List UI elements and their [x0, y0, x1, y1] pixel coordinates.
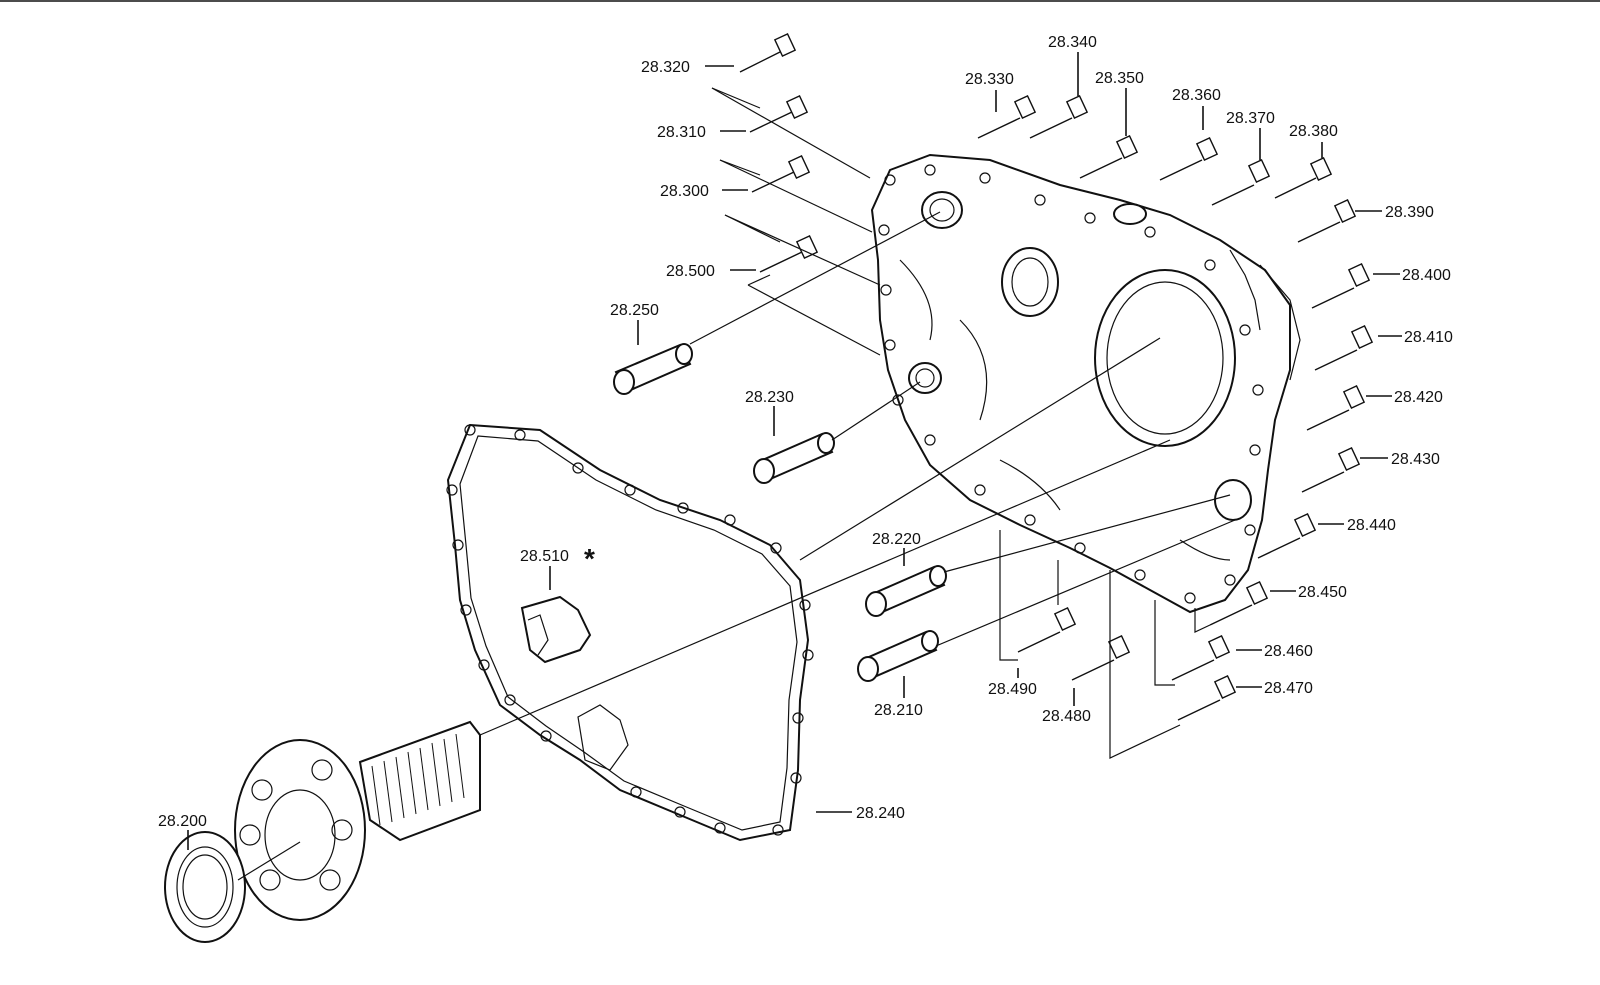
bolt-28-400	[1311, 262, 1371, 309]
label-28-200: 28.200	[158, 813, 207, 830]
bolt-28-410	[1314, 324, 1374, 371]
sleeve-28-220	[865, 565, 947, 617]
bolt-28-420	[1306, 384, 1366, 431]
label-28-370: 28.370	[1226, 110, 1275, 127]
input-shaft	[234, 720, 481, 921]
label-28-450: 28.450	[1298, 584, 1347, 601]
label-28-310: 28.310	[657, 124, 706, 141]
label-28-330: 28.330	[965, 71, 1014, 88]
label-28-390: 28.390	[1385, 204, 1434, 221]
label-28-380: 28.380	[1289, 123, 1338, 140]
bolt-28-490	[1017, 606, 1077, 653]
label-28-240: 28.240	[856, 805, 905, 822]
bolt-28-300	[751, 154, 811, 193]
label-28-210: 28.210	[874, 702, 923, 719]
bolt-28-440	[1257, 512, 1317, 559]
bolt-28-330	[977, 94, 1037, 139]
sleeve-28-250	[613, 343, 693, 395]
bolt-28-340	[1029, 94, 1089, 139]
clip-part	[520, 595, 592, 664]
bolt-28-380	[1274, 156, 1333, 199]
bolt-28-470	[1177, 674, 1237, 721]
label-28-320: 28.320	[641, 59, 690, 76]
bolt-28-450	[1209, 580, 1269, 626]
label-28-410: 28.410	[1404, 329, 1453, 346]
housing	[870, 153, 1301, 614]
bolt-28-320	[739, 32, 797, 73]
gasket	[446, 423, 814, 842]
label-28-480: 28.480	[1042, 708, 1091, 725]
asterisk-mark: *	[584, 543, 595, 574]
bolt-28-390	[1297, 198, 1357, 243]
part-labels: 28.320 28.310 28.300 28.500 28.250 28.23…	[158, 34, 1453, 830]
bolt-28-460	[1171, 634, 1231, 681]
label-28-460: 28.460	[1264, 643, 1313, 660]
bolt-28-430	[1301, 446, 1361, 493]
label-28-500: 28.500	[666, 263, 715, 280]
label-28-340: 28.340	[1048, 34, 1097, 51]
assembly-lines	[237, 87, 1236, 881]
label-28-360: 28.360	[1172, 87, 1221, 104]
bolt-28-500	[759, 234, 819, 273]
label-28-470: 28.470	[1264, 680, 1313, 697]
seal-ring	[164, 831, 246, 943]
sleeve-28-230	[753, 432, 835, 484]
label-28-220: 28.220	[872, 531, 921, 548]
label-28-250: 28.250	[610, 302, 659, 319]
bolt-28-370	[1211, 158, 1271, 206]
label-28-420: 28.420	[1394, 389, 1443, 406]
bolt-28-360	[1159, 136, 1219, 181]
bolt-28-350	[1079, 134, 1139, 179]
bolts	[739, 32, 1374, 721]
label-28-490: 28.490	[988, 681, 1037, 698]
sleeve-28-210	[857, 630, 939, 682]
label-28-230: 28.230	[745, 389, 794, 406]
label-28-430: 28.430	[1391, 451, 1440, 468]
leader-lines	[187, 52, 1402, 850]
label-28-510: 28.510	[520, 548, 569, 565]
label-28-400: 28.400	[1402, 267, 1451, 284]
label-28-440: 28.440	[1347, 517, 1396, 534]
bolt-28-480	[1071, 634, 1131, 681]
label-28-350: 28.350	[1095, 70, 1144, 87]
label-28-300: 28.300	[660, 183, 709, 200]
